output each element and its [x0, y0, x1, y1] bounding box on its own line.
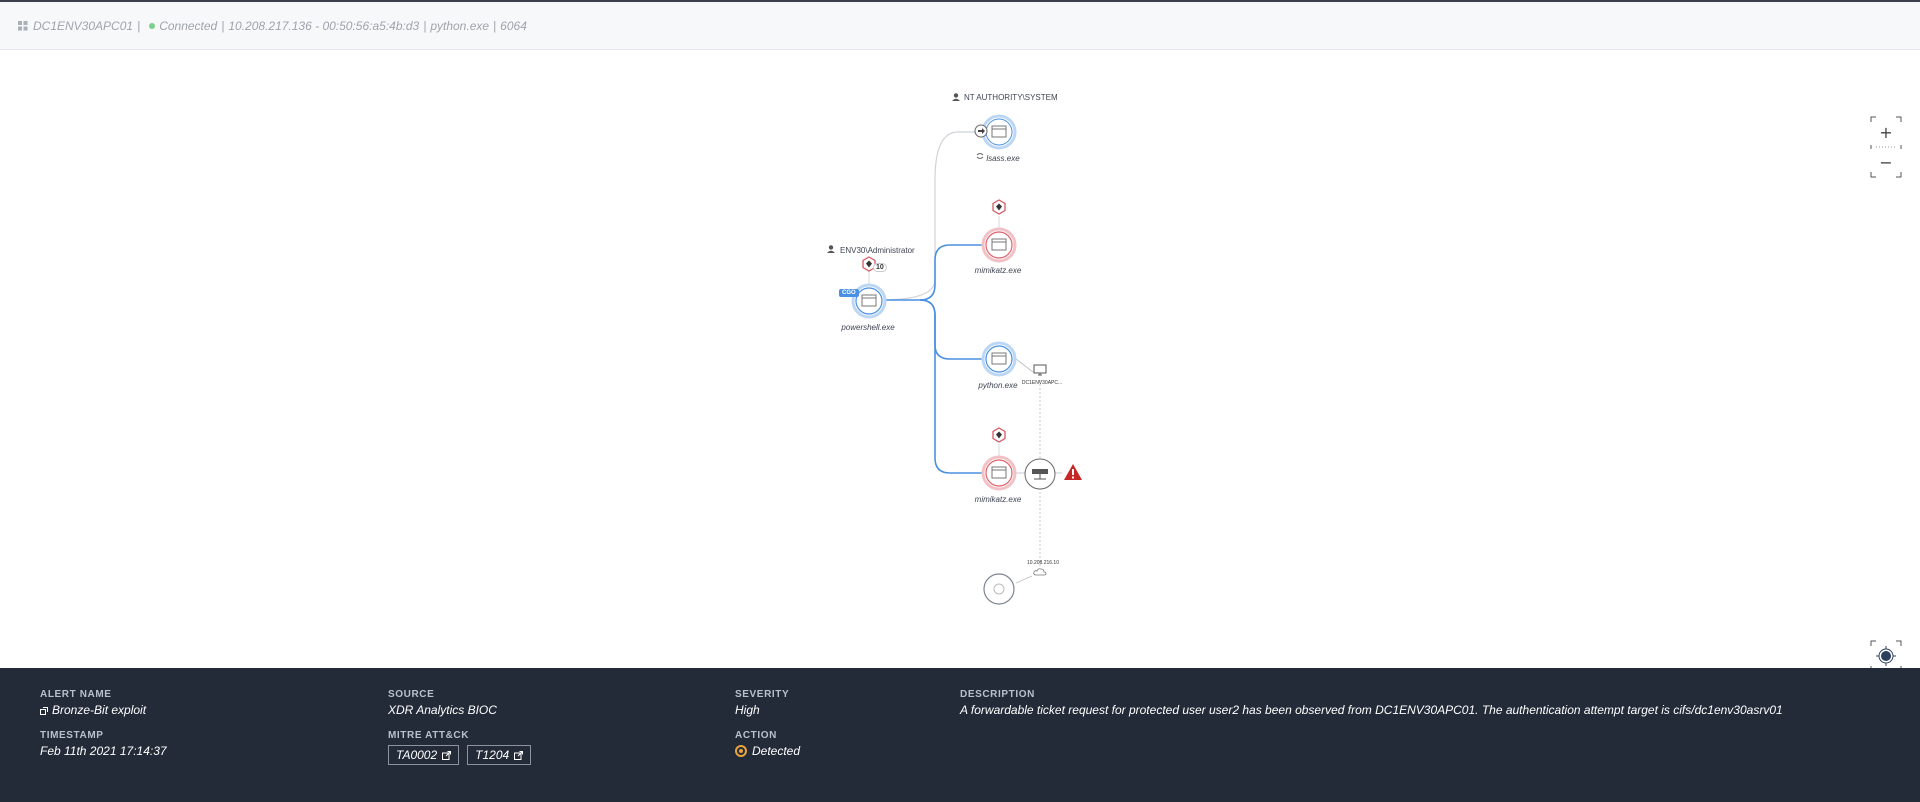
severity-label: SEVERITY: [735, 689, 790, 700]
node-label-powershell: powershell.exe: [841, 323, 895, 332]
process-node-mimikatz[interactable]: [980, 226, 1018, 264]
process-node-powershell[interactable]: [850, 282, 888, 320]
action-text: Detected: [752, 744, 801, 758]
zoom-frame: [1870, 116, 1902, 178]
timestamp-field: TIMESTAMP Feb 11th 2021 17:14:37: [40, 730, 167, 758]
process-node-python[interactable]: [980, 340, 1018, 378]
timestamp-label: TIMESTAMP: [40, 730, 104, 741]
separator: |: [221, 19, 225, 33]
user-admin-label: ENV30\Administrator: [840, 246, 915, 255]
node-label-mimikatz: mimikatz.exe: [974, 266, 1022, 275]
process-pid: 6064: [500, 19, 527, 33]
separator: |: [137, 19, 141, 33]
mitre-field: MITRE ATT&CK TA0002 T1204: [388, 730, 532, 765]
alert-name-label: ALERT NAME: [40, 689, 112, 700]
shield-icon: [992, 427, 1006, 443]
node-label-python: python.exe: [978, 381, 1018, 390]
status-dot: [149, 23, 156, 29]
detected-icon: [735, 745, 747, 757]
mitre-tags: TA0002 T1204: [388, 745, 532, 765]
description-field: DESCRIPTION A forwardable ticket request…: [960, 689, 1783, 717]
zoom-controls: + −: [1870, 116, 1902, 178]
node-label-mimikatz-2: mimikatz.exe: [974, 495, 1022, 504]
timestamp-value: Feb 11th 2021 17:14:37: [40, 744, 167, 758]
shield-icon: [992, 199, 1006, 215]
action-label: ACTION: [735, 730, 777, 741]
user-system-label: NT AUTHORITY\SYSTEM: [964, 93, 1058, 102]
mitre-tag-text: TA0002: [396, 748, 438, 762]
graph-edges: [868, 131, 1062, 584]
separator: |: [423, 19, 427, 33]
alert-name-value[interactable]: Bronze-Bit exploit: [40, 703, 146, 717]
mitre-label: MITRE ATT&CK: [388, 730, 470, 741]
center-graph-button[interactable]: [1870, 640, 1902, 672]
severity-field: SEVERITY High: [735, 689, 789, 717]
process-name: python.exe: [430, 19, 490, 33]
process-node-mimikatz[interactable]: [980, 454, 1018, 492]
alert-name-field: ALERT NAME Bronze-Bit exploit: [40, 689, 146, 717]
description-label: DESCRIPTION: [960, 689, 1035, 700]
top-bar: DC1ENV30APC01 | Connected | 10.208.217.1…: [0, 0, 1920, 50]
action-value: Detected: [735, 744, 800, 758]
mitre-tag[interactable]: TA0002: [388, 745, 460, 765]
ip-mac: 10.208.217.136 - 00:50:56:a5:4b:d3: [228, 19, 420, 33]
cgo-badge: CGO: [839, 289, 859, 297]
host-info: DC1ENV30APC01 | Connected | 10.208.217.1…: [18, 19, 527, 33]
user-icon: [827, 245, 835, 253]
host-name: DC1ENV30APC01: [33, 19, 134, 33]
target-icon: [1870, 640, 1902, 672]
alert-triangle-icon[interactable]: [1063, 463, 1083, 481]
host-node-label: DC1ENV30APC...: [1021, 380, 1063, 386]
causality-graph[interactable]: NT AUTHORITY\SYSTEM ENV30\Administrator …: [0, 50, 1920, 672]
grid-icon: [18, 21, 28, 31]
monitor-icon[interactable]: [1033, 364, 1047, 376]
description-value: A forwardable ticket request for protect…: [960, 703, 1783, 717]
separator: |: [493, 19, 497, 33]
connection-status: Connected: [159, 19, 218, 33]
open-link-icon: [40, 707, 48, 715]
mitre-tag[interactable]: T1204: [467, 745, 532, 765]
user-icon: [952, 93, 960, 101]
injection-icon: [974, 124, 988, 138]
zoom-in-button[interactable]: +: [1870, 120, 1902, 144]
source-field: SOURCE XDR Analytics BIOC: [388, 689, 497, 717]
alert-name-text: Bronze-Bit exploit: [52, 703, 147, 717]
source-label: SOURCE: [388, 689, 435, 700]
cloud-icon: [1033, 568, 1047, 576]
zoom-out-button[interactable]: −: [1870, 150, 1902, 174]
external-link-icon: [442, 750, 452, 760]
action-field: ACTION Detected: [735, 730, 800, 758]
external-link-icon: [514, 750, 524, 760]
refresh-icon: [976, 153, 984, 159]
remote-ip-label: 10.208.216.10: [1027, 560, 1059, 566]
mitre-tag-text: T1204: [475, 748, 510, 762]
endpoint-node[interactable]: [982, 572, 1016, 606]
shield-icon: [862, 256, 876, 272]
source-value: XDR Analytics BIOC: [388, 703, 497, 717]
network-node[interactable]: [1023, 457, 1057, 491]
severity-value: High: [735, 703, 760, 717]
alert-details-panel: ALERT NAME Bronze-Bit exploit TIMESTAMP …: [0, 668, 1920, 802]
node-label-lsass: lsass.exe: [986, 154, 1020, 163]
alert-count-badge: 10: [873, 263, 887, 272]
